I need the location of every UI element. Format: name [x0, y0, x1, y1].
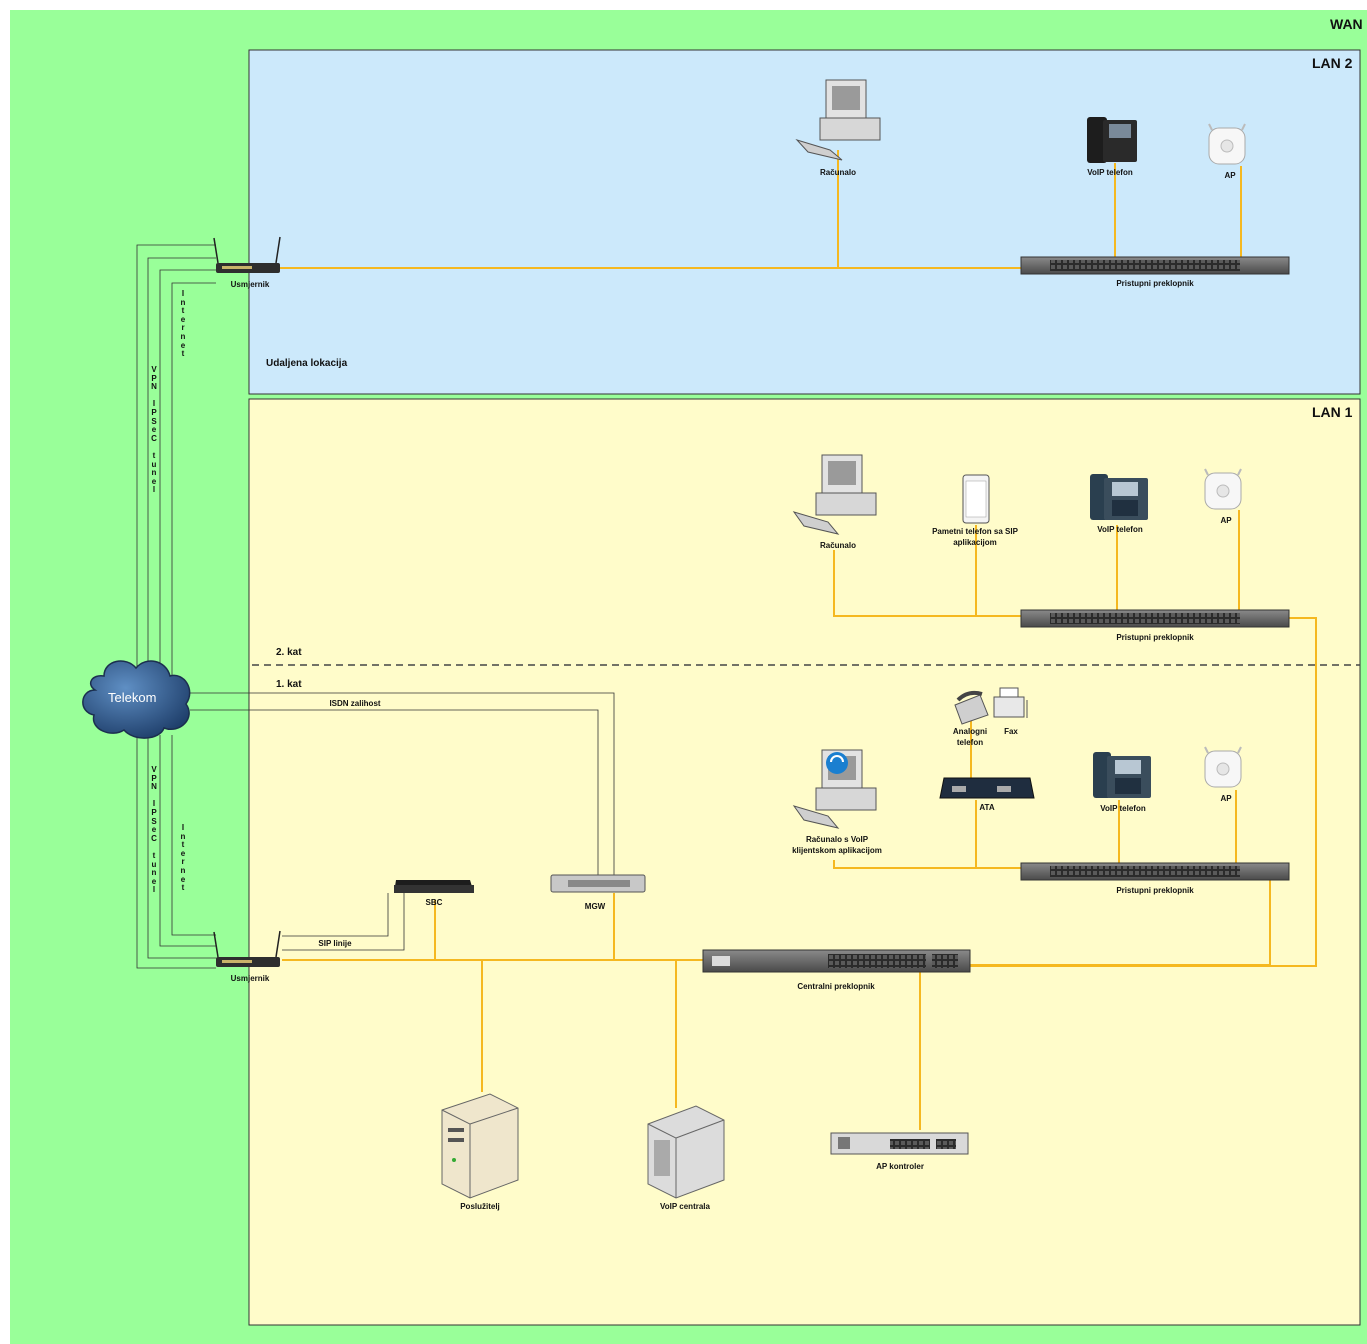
fax-icon — [993, 687, 1028, 718]
telekom-label: Telekom — [108, 690, 157, 705]
ata-icon — [939, 777, 1035, 799]
ap-floor2-icon — [1204, 468, 1242, 510]
router-lan1-label: Usmjernik — [230, 974, 270, 983]
voip-pbx-icon — [647, 1105, 725, 1199]
voip-phone-floor2-label: VoIP telefon — [1097, 525, 1143, 534]
smartphone-icon — [962, 474, 990, 524]
pc-lan2-label: Računalo — [819, 168, 856, 177]
pc-voip-client-label: Računalo s VoIP klijentskom aplikacijom — [792, 835, 882, 855]
analog-phone-icon — [954, 690, 989, 725]
voip-pbx-label: VoIP centrala — [660, 1202, 710, 1211]
core-switch-label: Centralni preklopnik — [797, 982, 875, 991]
pc-floor2-icon — [792, 454, 877, 535]
ap-floor1-icon — [1204, 746, 1242, 788]
ap-lan2-label: AP — [1224, 171, 1236, 180]
mgw-label: MGW — [584, 902, 606, 911]
router-lan1-icon — [213, 930, 281, 967]
router-lan2-icon — [213, 236, 281, 273]
sip-link-label: SIP linije — [318, 939, 352, 948]
fax-label: Fax — [1004, 727, 1018, 736]
access-switch-floor1-icon — [1020, 862, 1290, 881]
remote-location-label: Udaljena lokacija — [266, 358, 348, 369]
ap-floor1-label: AP — [1220, 794, 1232, 803]
voip-phone-floor1-label: VoIP telefon — [1100, 804, 1146, 813]
core-switch-icon — [702, 949, 971, 973]
router-lan2-label: Usmjernik — [230, 280, 270, 289]
pc-floor2-label: Računalo — [819, 541, 856, 550]
telekom-cloud-icon — [82, 660, 191, 739]
vpn-tunnel-bottom-label: V P N I P S e C t u n e l — [151, 765, 157, 895]
lan1-zone — [248, 398, 1361, 1326]
floor2-label: 2. kat — [276, 647, 302, 658]
access-switch-floor1-label: Pristupni preklopnik — [1116, 886, 1194, 895]
server-label: Poslužitelj — [460, 1202, 500, 1211]
sbc-label: SBC — [425, 898, 443, 907]
voip-phone-lan2-label: VoIP telefon — [1087, 168, 1133, 177]
access-switch-floor2-label: Pristupni preklopnik — [1116, 633, 1194, 642]
ap-floor2-label: AP — [1220, 516, 1232, 525]
ap-controller-label: AP kontroler — [876, 1162, 924, 1171]
vpn-tunnel-top-label: V P N I P S e C t u n e l — [151, 365, 157, 495]
ethernet-links — [280, 150, 1317, 1130]
access-switch-floor2-icon — [1020, 609, 1290, 628]
access-switch-lan2-label: Pristupni preklopnik — [1116, 279, 1194, 288]
internet-bottom-label: I n t e r n e t — [180, 823, 186, 893]
server-icon — [441, 1093, 519, 1199]
analog-phone-label: Analogni telefon — [952, 727, 988, 747]
pc-lan2-icon — [795, 79, 881, 161]
smartphone-label: Pametni telefon sa SIP aplikacijom — [932, 527, 1018, 547]
floor1-label: 1. kat — [276, 679, 302, 690]
pc-voip-client-icon — [792, 749, 877, 829]
mgw-icon — [550, 874, 646, 893]
lan1-zone-label: LAN 1 — [1312, 404, 1353, 420]
ap-controller-icon — [830, 1132, 969, 1155]
access-switch-lan2-icon — [1020, 256, 1290, 275]
voip-phone-floor1-icon — [1093, 752, 1151, 798]
sbc-icon — [394, 880, 474, 893]
isdn-link-label: ISDN zalihost — [329, 699, 381, 708]
voip-phone-lan2-icon — [1087, 117, 1137, 163]
voip-phone-floor2-icon — [1090, 474, 1148, 520]
lan2-zone — [248, 49, 1361, 395]
lan2-zone-label: LAN 2 — [1312, 55, 1353, 71]
wan-links — [136, 244, 615, 969]
wan-zone-label: WAN — [1330, 16, 1363, 32]
ap-lan2-icon — [1208, 123, 1246, 165]
internet-top-label: I n t e r n e t — [180, 289, 186, 359]
ata-label: ATA — [979, 803, 995, 812]
